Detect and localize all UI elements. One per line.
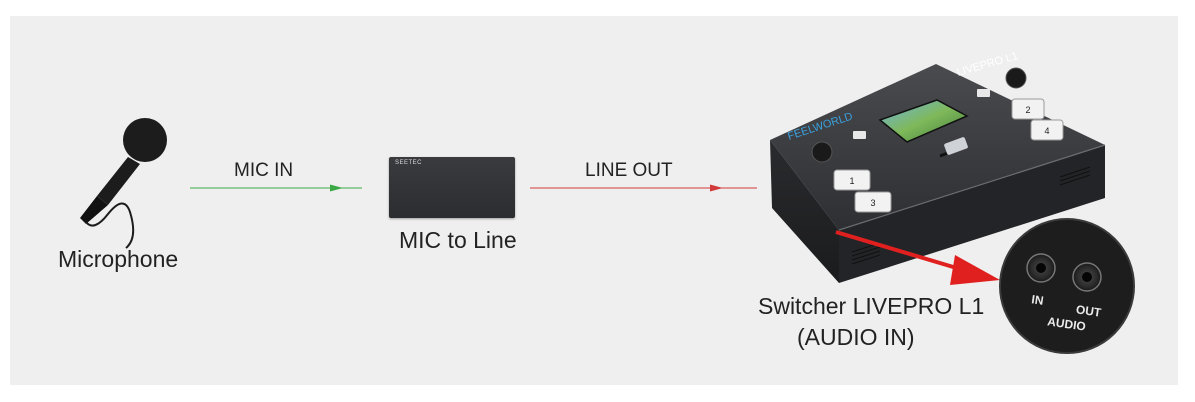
switcher-key-1: 1 <box>834 170 870 190</box>
converter-label: MIC to Line <box>399 227 517 254</box>
svg-text:3: 3 <box>870 198 875 208</box>
line-out-label: LINE OUT <box>585 160 673 182</box>
svg-text:2: 2 <box>1025 105 1030 115</box>
mic-in-arrow <box>190 185 362 192</box>
audio-in-jack-icon <box>1027 254 1055 282</box>
audio-in-label: IN <box>1031 292 1045 308</box>
audio-out-jack-icon <box>1073 263 1101 291</box>
line-out-arrow <box>530 185 757 192</box>
svg-text:1: 1 <box>849 176 854 186</box>
mic-to-line-converter: SEETEC <box>389 157 515 218</box>
microphone-label: Microphone <box>58 246 178 273</box>
switcher-sublabel: (AUDIO IN) <box>797 324 915 351</box>
mic-in-label: MIC IN <box>234 160 293 182</box>
audio-jack-closeup: IN OUT AUDIO <box>1000 219 1134 353</box>
microphone-icon <box>80 118 167 248</box>
switcher-label: Switcher LIVEPRO L1 <box>758 293 984 320</box>
switcher-key-4: 4 <box>1031 120 1063 140</box>
switcher-key-2: 2 <box>1012 99 1044 119</box>
svg-text:4: 4 <box>1044 126 1049 136</box>
converter-brand: SEETEC <box>395 160 422 166</box>
switcher-key-3: 3 <box>855 192 891 212</box>
